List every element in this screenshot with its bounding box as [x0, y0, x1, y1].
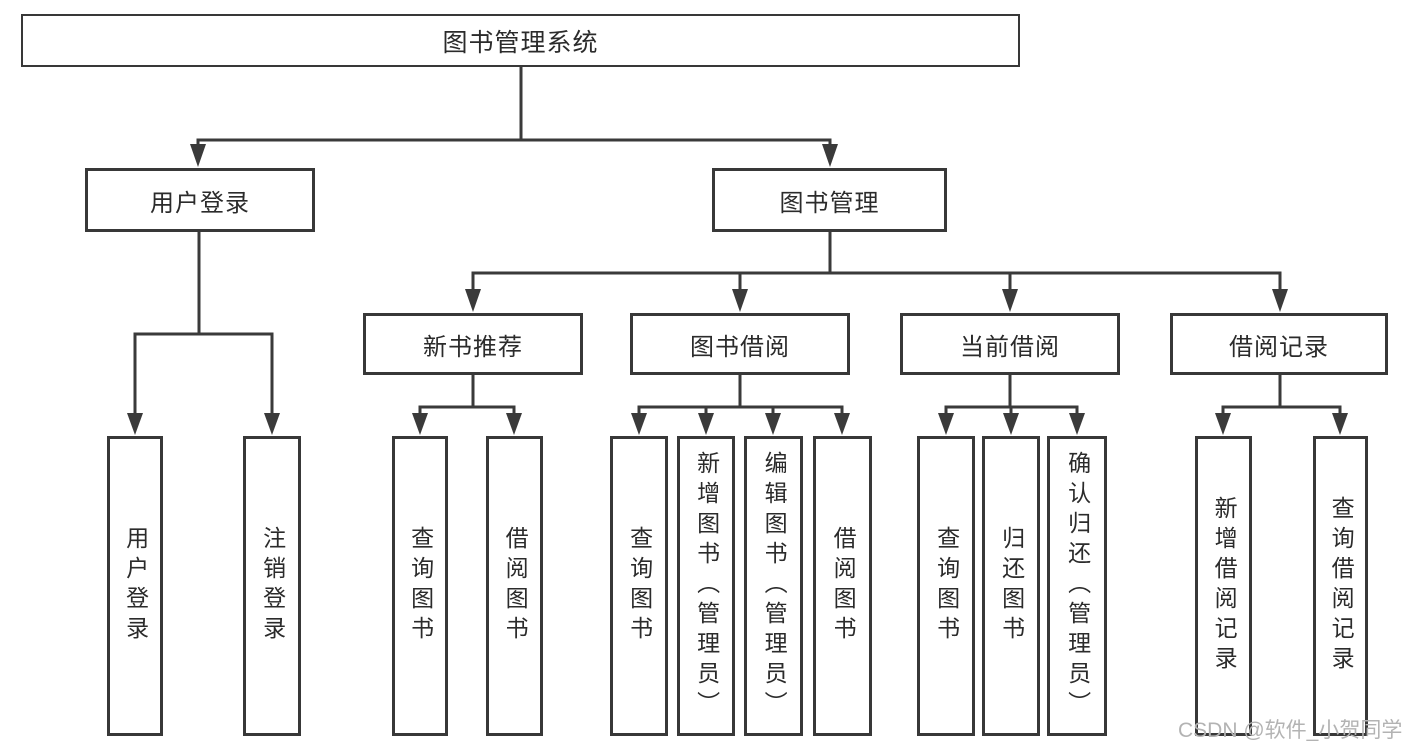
node-label: 新书推荐 [423, 333, 523, 361]
node-leaf-add-borrow-record: 新增借阅记录 [1195, 436, 1252, 736]
node-leaf-query-borrow-record: 查询借阅记录 [1313, 436, 1368, 736]
node-leaf-borrow-books-1: 借阅图书 [486, 436, 543, 736]
node-label: 图书借阅 [690, 333, 790, 361]
node-leaf-query-books-2: 查询图书 [610, 436, 668, 736]
node-label: 查询借阅记录 [1328, 496, 1355, 676]
node-current-borrow: 当前借阅 [900, 313, 1120, 375]
node-label: 新增图书（管理员） [693, 451, 720, 721]
node-leaf-borrow-books-2: 借阅图书 [813, 436, 872, 736]
node-leaf-confirm-return-admin: 确认归还（管理员） [1047, 436, 1107, 736]
node-label: 借阅图书 [830, 526, 857, 646]
node-label: 借阅图书 [502, 526, 529, 646]
node-new-book-recommend: 新书推荐 [363, 313, 583, 375]
node-user-login: 用户登录 [85, 168, 315, 232]
node-book-borrow: 图书借阅 [630, 313, 850, 375]
node-label: 注销登录 [259, 526, 286, 646]
node-book-management: 图书管理 [712, 168, 947, 232]
node-leaf-add-books-admin: 新增图书（管理员） [677, 436, 735, 736]
node-label: 图书管理系统 [442, 28, 599, 57]
node-leaf-return-books: 归还图书 [982, 436, 1040, 736]
node-label: 新增借阅记录 [1211, 496, 1238, 676]
node-borrow-record: 借阅记录 [1170, 313, 1388, 375]
node-library-management-system: 图书管理系统 [21, 14, 1020, 67]
node-label: 用户登录 [150, 189, 250, 217]
node-label: 借阅记录 [1229, 333, 1329, 361]
node-leaf-edit-books-admin: 编辑图书（管理员） [744, 436, 803, 736]
node-label: 图书管理 [779, 189, 880, 217]
node-label: 确认归还（管理员） [1064, 451, 1091, 721]
node-label: 编辑图书（管理员） [761, 451, 788, 721]
node-label: 查询图书 [626, 526, 653, 646]
watermark: CSDN @软件_小贺同学 [1178, 719, 1403, 742]
node-label: 用户登录 [122, 526, 149, 646]
node-label: 查询图书 [933, 526, 960, 646]
node-leaf-logout: 注销登录 [243, 436, 301, 736]
node-label: 当前借阅 [960, 333, 1060, 361]
node-leaf-query-books-3: 查询图书 [917, 436, 975, 736]
node-label: 归还图书 [998, 526, 1025, 646]
node-label: 查询图书 [407, 526, 434, 646]
node-leaf-user-login: 用户登录 [107, 436, 163, 736]
node-leaf-query-books-1: 查询图书 [392, 436, 448, 736]
